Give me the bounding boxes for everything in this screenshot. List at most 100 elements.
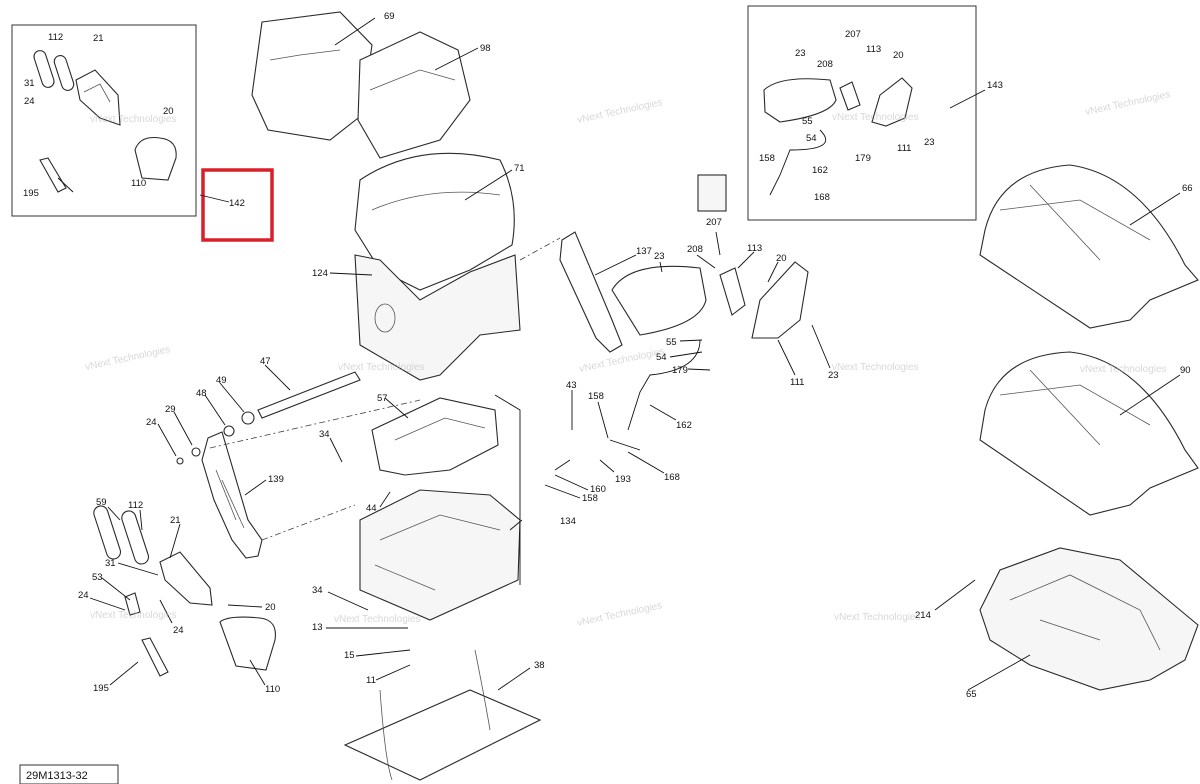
callout-24[interactable]: 24 (146, 417, 157, 428)
callout-162[interactable]: 162 (676, 420, 692, 431)
callout-55[interactable]: 55 (802, 116, 813, 127)
callout-57[interactable]: 57 (377, 393, 388, 404)
callout-160[interactable]: 160 (590, 484, 606, 495)
part-69[interactable] (251, 11, 373, 141)
part-23-housing[interactable] (611, 265, 707, 336)
callout-112[interactable]: 112 (128, 500, 143, 511)
callout-90[interactable]: 90 (1180, 365, 1191, 376)
callout-208[interactable]: 208 (817, 59, 833, 70)
callout-48[interactable]: 48 (196, 388, 207, 399)
callout-207[interactable]: 207 (845, 29, 861, 40)
callout-29[interactable]: 29 (165, 404, 176, 415)
callout-24[interactable]: 24 (173, 625, 184, 636)
svg-text:vNext Technologies: vNext Technologies (576, 600, 663, 629)
callout-24[interactable]: 24 (78, 590, 89, 601)
part-66[interactable] (979, 164, 1199, 329)
callout-98[interactable]: 98 (480, 43, 491, 54)
callout-23[interactable]: 23 (654, 251, 665, 262)
part-29[interactable] (191, 447, 201, 457)
callout-21[interactable]: 21 (93, 33, 104, 44)
part-139[interactable] (201, 431, 263, 559)
callout-110[interactable]: 110 (265, 684, 280, 695)
callout-193[interactable]: 193 (615, 474, 631, 485)
part-71[interactable] (354, 152, 515, 291)
callout-112[interactable]: 112 (48, 32, 63, 43)
callout-208[interactable]: 208 (687, 244, 703, 255)
callout-54[interactable]: 54 (806, 133, 817, 144)
callout-65[interactable]: 65 (966, 689, 977, 700)
callout-24[interactable]: 24 (24, 96, 35, 107)
callout-23[interactable]: 23 (795, 48, 806, 59)
callout-21[interactable]: 21 (170, 515, 181, 526)
part-38[interactable] (343, 689, 542, 781)
callout-158[interactable]: 158 (588, 391, 604, 402)
callout-113[interactable]: 113 (747, 243, 762, 254)
callout-143[interactable]: 143 (987, 80, 1003, 91)
svg-text:vNext Technologies: vNext Technologies (84, 344, 171, 373)
part-134[interactable] (359, 489, 521, 621)
callout-38[interactable]: 38 (534, 660, 545, 671)
callout-20[interactable]: 20 (265, 602, 276, 613)
callout-158[interactable]: 158 (582, 493, 598, 504)
callout-47[interactable]: 47 (260, 356, 271, 367)
callout-139[interactable]: 139 (268, 474, 284, 485)
decal-icon[interactable] (697, 174, 727, 212)
callout-43[interactable]: 43 (566, 380, 577, 391)
callout-134[interactable]: 134 (560, 516, 576, 527)
callout-20[interactable]: 20 (893, 50, 904, 61)
part-24-screw[interactable] (176, 457, 184, 465)
callout-195[interactable]: 195 (23, 188, 39, 199)
callout-168[interactable]: 168 (814, 192, 830, 203)
callout-44[interactable]: 44 (366, 503, 377, 514)
callout-31[interactable]: 31 (105, 558, 116, 569)
callout-168[interactable]: 168 (664, 472, 680, 483)
part-137[interactable] (559, 231, 623, 353)
part-113[interactable] (719, 267, 746, 316)
callout-71[interactable]: 71 (514, 163, 525, 174)
callout-162[interactable]: 162 (812, 165, 828, 176)
callout-34[interactable]: 34 (312, 585, 323, 596)
callout-179[interactable]: 179 (855, 153, 871, 164)
part-98[interactable] (357, 31, 471, 159)
part-65[interactable] (979, 547, 1199, 691)
callout-53[interactable]: 53 (92, 572, 103, 583)
callout-66[interactable]: 66 (1182, 183, 1193, 194)
callout-214[interactable]: 214 (915, 610, 931, 621)
callout-137[interactable]: 137 (636, 246, 652, 257)
callout-111[interactable]: 111 (897, 143, 911, 154)
callout-59[interactable]: 59 (96, 497, 107, 508)
part-57[interactable] (371, 397, 499, 476)
callout-124[interactable]: 124 (312, 268, 328, 279)
callout-20[interactable]: 20 (776, 253, 787, 264)
callout-207[interactable]: 207 (706, 217, 722, 228)
callout-49[interactable]: 49 (216, 375, 227, 386)
callout-110[interactable]: 110 (131, 178, 146, 189)
svg-text:vNext Technologies: vNext Technologies (338, 362, 425, 373)
callout-13[interactable]: 13 (312, 622, 323, 633)
callout-111[interactable]: 111 (790, 377, 804, 388)
callout-15[interactable]: 15 (344, 650, 355, 661)
callout-20[interactable]: 20 (163, 106, 174, 117)
highlight-box-142[interactable] (201, 168, 274, 242)
part-124[interactable] (354, 254, 521, 381)
callout-54[interactable]: 54 (656, 352, 667, 363)
callout-23[interactable]: 23 (924, 137, 935, 148)
callout-55[interactable]: 55 (666, 337, 677, 348)
callout-31[interactable]: 31 (24, 78, 35, 89)
callout-69[interactable]: 69 (384, 11, 395, 22)
callout-labels: 69 98 71 124 47 48 49 29 24 139 57 34 44… (23, 11, 1193, 700)
callout-23[interactable]: 23 (828, 370, 839, 381)
part-49[interactable] (241, 411, 255, 425)
part-111[interactable] (751, 261, 809, 339)
part-48[interactable] (223, 425, 235, 437)
callout-179[interactable]: 179 (672, 365, 688, 376)
callout-11[interactable]: 11 (366, 675, 376, 686)
callout-195[interactable]: 195 (93, 683, 109, 694)
part-47[interactable] (257, 371, 361, 419)
callout-158[interactable]: 158 (759, 153, 775, 164)
callout-34[interactable]: 34 (319, 429, 330, 440)
svg-text:vNext Technologies: vNext Technologies (832, 362, 919, 373)
callout-142[interactable]: 142 (229, 198, 245, 209)
callout-113[interactable]: 113 (866, 44, 881, 55)
